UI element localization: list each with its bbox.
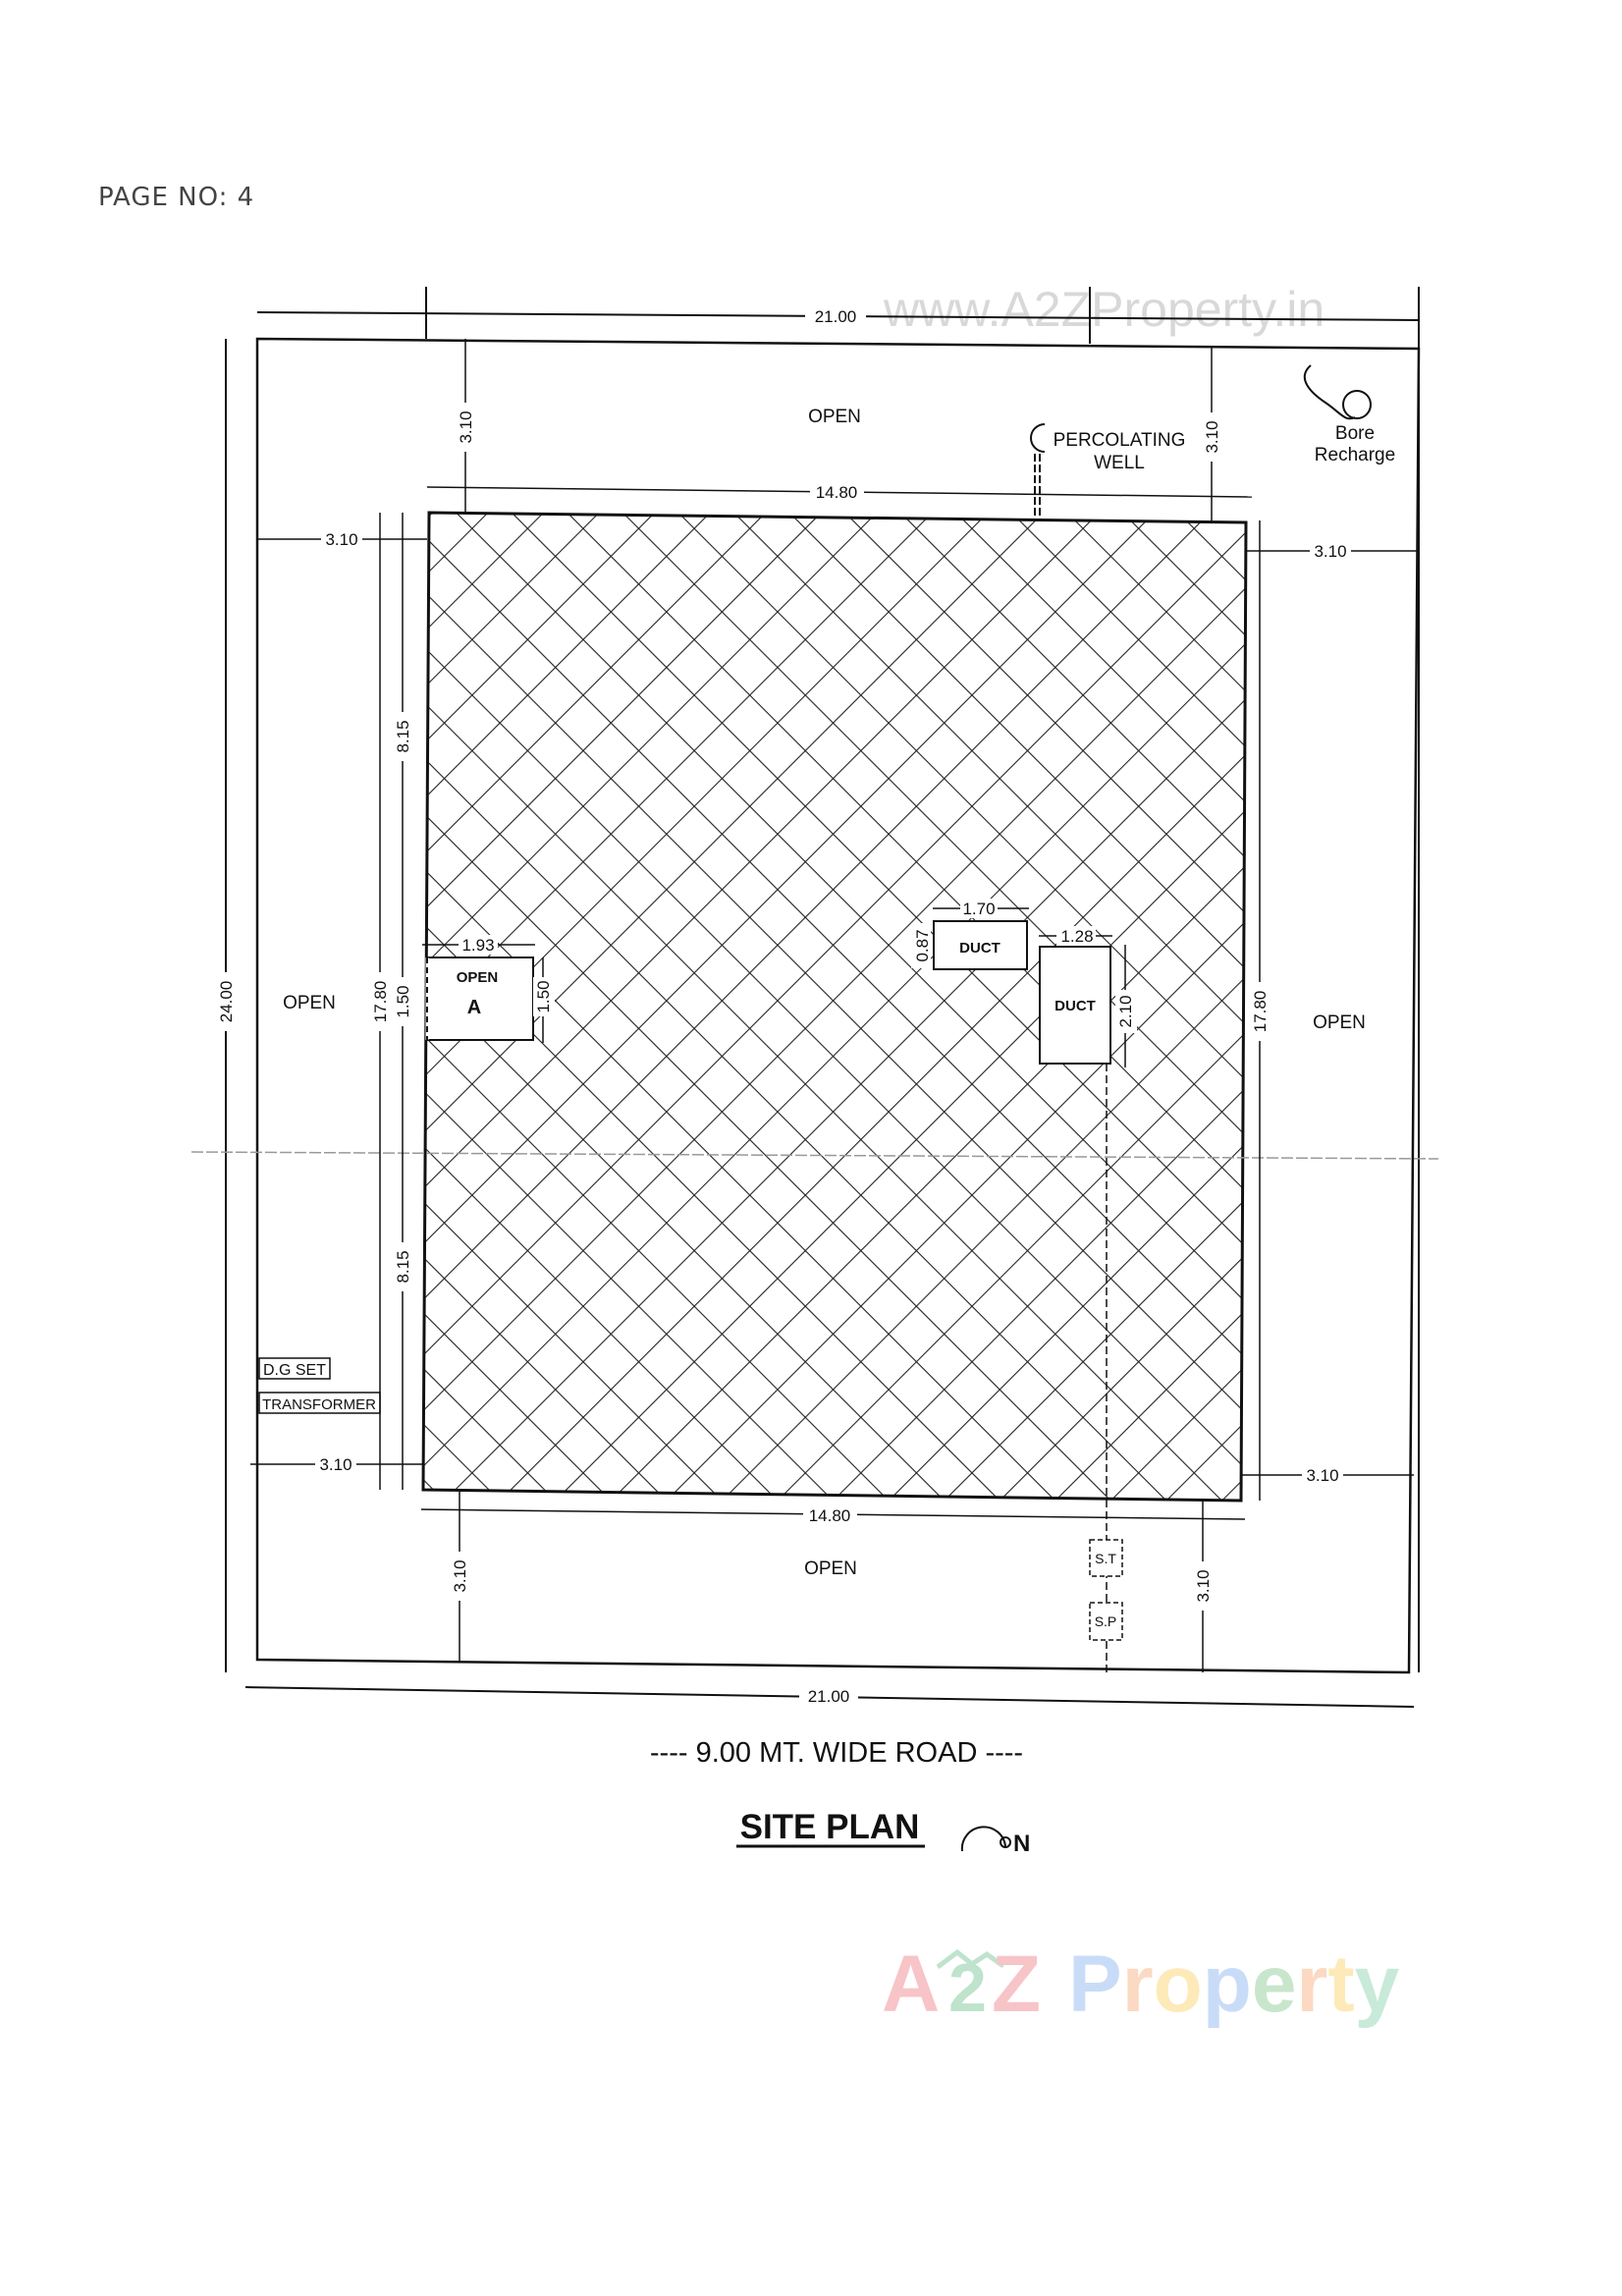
logo-letter: e: [1252, 1940, 1297, 2029]
setback-bottom-left: 3.10: [448, 1492, 471, 1663]
svg-text:3.10: 3.10: [451, 1559, 469, 1592]
svg-text:3.10: 3.10: [319, 1455, 351, 1474]
svg-text:S.T: S.T: [1095, 1551, 1116, 1566]
page-number: PAGE NO: 4: [98, 183, 254, 212]
setback-top-right: 3.10: [1200, 346, 1223, 522]
drawing-title: SITE PLAN: [740, 1808, 920, 1846]
svg-text:21.00: 21.00: [815, 307, 857, 326]
building-footprint: [421, 511, 1248, 1503]
svg-text:Bore: Bore: [1335, 423, 1375, 444]
percolating-well-icon: [1030, 423, 1046, 453]
a2z-property-logo: A 2 Z Property: [882, 1940, 1400, 2029]
logo-letter: t: [1327, 1940, 1354, 2029]
soak-pit: S.P: [1089, 1602, 1123, 1641]
svg-text:TRANSFORMER: TRANSFORMER: [262, 1396, 376, 1413]
overall-width-dimension-top: 21.00: [256, 304, 1420, 326]
svg-text:3.10: 3.10: [1194, 1569, 1213, 1602]
duct-1: DUCT 1.70 0.87: [911, 899, 1029, 970]
building-width-bottom: 14.80: [420, 1504, 1246, 1526]
building-depth-left: 17.80: [368, 513, 392, 1490]
svg-text:21.00: 21.00: [808, 1687, 850, 1706]
duct-2: DUCT 1.28 2.10: [1039, 926, 1137, 1067]
overall-width-dimension-bottom: 21.00: [244, 1685, 1415, 1708]
svg-text:D.G SET: D.G SET: [263, 1362, 326, 1379]
north-arrow-icon: [960, 1826, 1011, 1852]
bore-recharge-icon: [1303, 364, 1356, 420]
logo-letter: r: [1296, 1940, 1327, 2029]
svg-text:2: 2: [948, 1949, 987, 2026]
setback-left-bottom: 3.10: [250, 1453, 423, 1475]
plot-boundary: [255, 337, 1421, 1674]
setback-top-left: 3.10: [454, 339, 477, 513]
svg-text:3.10: 3.10: [1306, 1466, 1338, 1485]
svg-text:3.10: 3.10: [325, 530, 357, 549]
setback-right-top: 3.10: [1246, 540, 1419, 562]
logo-letter: o: [1154, 1940, 1203, 2029]
svg-text:Recharge: Recharge: [1315, 445, 1395, 465]
svg-text:14.80: 14.80: [809, 1506, 851, 1525]
svg-text:S.P: S.P: [1095, 1613, 1117, 1629]
open-bottom-label: OPEN: [804, 1558, 857, 1579]
svg-text:1.50: 1.50: [394, 985, 412, 1017]
svg-text:1.28: 1.28: [1060, 927, 1093, 946]
svg-text:A: A: [882, 1940, 940, 2029]
setback-right-bottom: 3.10: [1241, 1464, 1414, 1486]
percolating-well: PERCOLATING WELL: [1030, 423, 1186, 520]
svg-text:24.00: 24.00: [217, 981, 236, 1023]
svg-text:2.10: 2.10: [1116, 995, 1135, 1027]
svg-text:14.80: 14.80: [816, 483, 858, 502]
svg-text:1.50: 1.50: [534, 980, 553, 1012]
logo-letter: p: [1203, 1940, 1252, 2029]
svg-text:3.10: 3.10: [1203, 420, 1221, 453]
svg-text:1.70: 1.70: [962, 900, 995, 918]
svg-text:A: A: [467, 997, 481, 1018]
watermark-url: www.A2ZProperty.in: [883, 282, 1325, 337]
logo-letter: P: [1068, 1940, 1122, 2029]
road-label: ---- 9.00 MT. WIDE ROAD ----: [650, 1737, 1023, 1769]
open-right-label: OPEN: [1313, 1012, 1366, 1033]
open-top-label: OPEN: [808, 407, 861, 427]
setback-left-top: 3.10: [257, 528, 427, 550]
svg-text:1.93: 1.93: [461, 936, 494, 955]
dg-set-label: D.G SET: [258, 1357, 331, 1380]
building-depth-right: 17.80: [1248, 520, 1271, 1501]
svg-text:DUCT: DUCT: [1054, 998, 1096, 1014]
svg-text:PERCOLATING: PERCOLATING: [1054, 430, 1186, 451]
svg-text:8.15: 8.15: [394, 720, 412, 752]
svg-text:17.80: 17.80: [371, 981, 390, 1023]
logo-property-text: Property: [1068, 1940, 1400, 2029]
svg-text:3.10: 3.10: [1314, 542, 1346, 561]
bore-recharge: Bore Recharge: [1303, 364, 1395, 465]
transformer-label: TRANSFORMER: [258, 1392, 381, 1414]
svg-text:8.15: 8.15: [394, 1250, 412, 1283]
logo-letter: r: [1122, 1940, 1154, 2029]
open-cutout-a: OPEN A 1.93 1.50: [422, 935, 555, 1043]
open-left-label: OPEN: [283, 993, 336, 1013]
north-label: N: [1013, 1831, 1030, 1857]
septic-tank: S.T: [1089, 1539, 1123, 1577]
left-segment-dimensions: 8.15 1.50 8.15: [391, 513, 414, 1490]
overall-depth-dimension: 24.00: [214, 339, 238, 1672]
svg-text:WELL: WELL: [1094, 453, 1145, 473]
svg-text:0.87: 0.87: [913, 929, 932, 961]
svg-text:OPEN: OPEN: [457, 969, 499, 986]
building-width-top: 14.80: [426, 481, 1253, 503]
house-roof-icon: [936, 1948, 1005, 1969]
svg-text:Z: Z: [992, 1940, 1041, 2029]
svg-text:17.80: 17.80: [1251, 991, 1270, 1033]
logo-letter: y: [1355, 1940, 1400, 2029]
svg-text:DUCT: DUCT: [959, 940, 1000, 957]
setback-bottom-right: 3.10: [1191, 1501, 1215, 1672]
svg-text:3.10: 3.10: [457, 410, 475, 443]
sheet-join-line: [190, 1151, 1439, 1160]
